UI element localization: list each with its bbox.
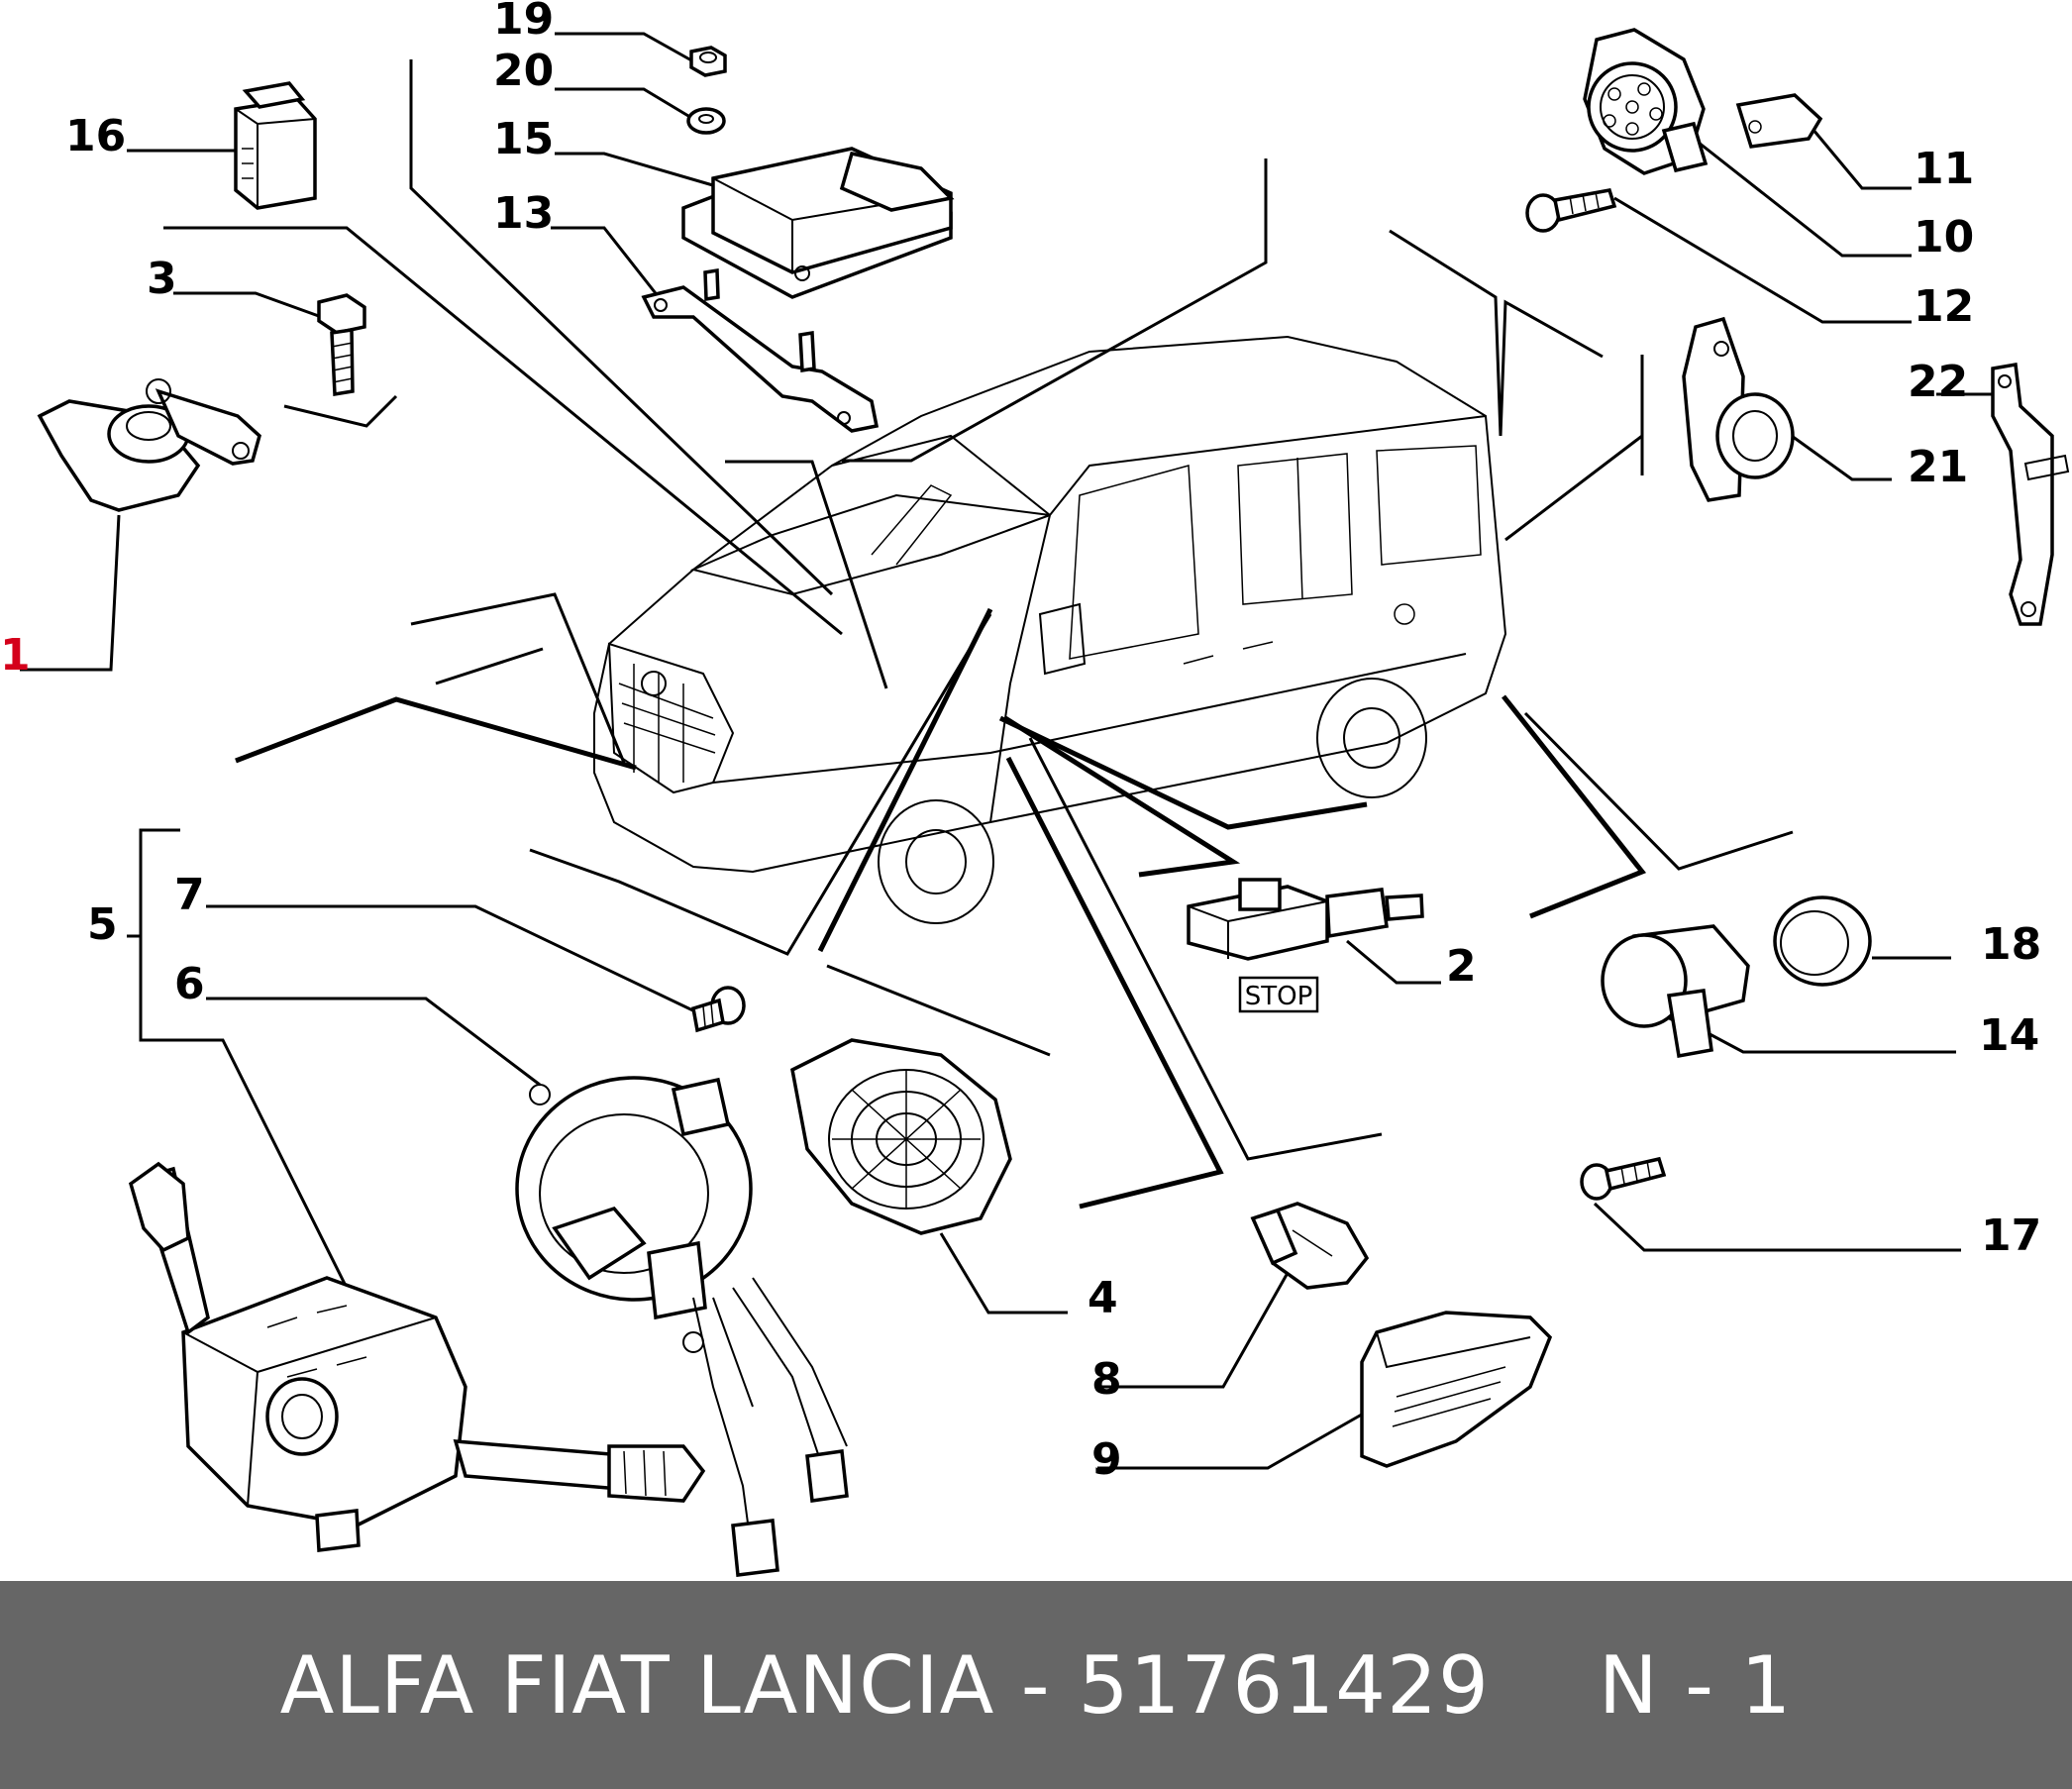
brand-label: ALFA FIAT LANCIA - xyxy=(279,1638,1051,1732)
callout-9: 9 xyxy=(1091,1434,1122,1485)
callout-1: 1 xyxy=(0,630,31,681)
callout-15: 15 xyxy=(493,114,554,164)
callout-2: 2 xyxy=(1446,941,1477,992)
callout-10: 10 xyxy=(1914,212,1974,263)
part-11-clip xyxy=(1735,93,1823,149)
callout-20: 20 xyxy=(493,46,554,96)
part-8-bulb xyxy=(1250,1202,1370,1290)
callout-14: 14 xyxy=(1979,1010,2039,1061)
part-18-ring xyxy=(1773,895,1872,987)
part-6-clock-spring xyxy=(515,1076,849,1577)
part-20-washer xyxy=(686,107,726,135)
callout-22: 22 xyxy=(1908,357,1968,407)
callout-4: 4 xyxy=(1088,1273,1118,1323)
callout-18: 18 xyxy=(1981,919,2041,970)
part-22-bracket xyxy=(1991,362,2070,626)
part-5-combination-switch xyxy=(128,1161,706,1552)
exploded-parts-diagram: STOP 1 2 3 4 5 6 7 8 9 10 11 12 13 14 15… xyxy=(0,0,2070,1577)
part-16-relay xyxy=(234,81,317,210)
van-illustration xyxy=(593,335,1507,924)
part-14-parking-sensor xyxy=(1601,924,1750,1059)
part-12-screw xyxy=(1525,188,1617,233)
callout-7: 7 xyxy=(174,870,205,920)
part-10-sensor xyxy=(1583,28,1709,175)
page-indicator: N - 1 xyxy=(1598,1638,1793,1732)
callout-13: 13 xyxy=(493,188,554,239)
callout-3: 3 xyxy=(147,254,177,304)
part-15-control-unit xyxy=(681,147,955,299)
callout-8: 8 xyxy=(1091,1354,1122,1405)
callout-numbers: 1 2 3 4 5 6 7 8 9 10 11 12 13 14 15 16 1… xyxy=(0,0,2041,1485)
leader-lines xyxy=(20,32,1993,1470)
callout-12: 12 xyxy=(1914,281,1974,332)
part-3-bolt xyxy=(317,293,366,397)
callout-19: 19 xyxy=(493,0,554,45)
footer-caption: ALFA FIAT LANCIA - 51761429 N - 1 xyxy=(280,1639,1793,1732)
callout-21: 21 xyxy=(1908,442,1968,492)
footer-bar: ALFA FIAT LANCIA - 51761429 N - 1 xyxy=(0,1581,2072,1789)
part-19-nut xyxy=(689,46,727,77)
callout-11: 11 xyxy=(1914,144,1974,194)
part-21-sensor xyxy=(1682,316,1795,502)
stop-tag: STOP xyxy=(1238,976,1319,1013)
callout-16: 16 xyxy=(65,111,126,161)
part-1-horn xyxy=(37,378,261,512)
part-17-screw xyxy=(1580,1156,1667,1201)
part-number: 51761429 xyxy=(1078,1638,1490,1732)
callout-5: 5 xyxy=(87,899,118,950)
callout-17: 17 xyxy=(1981,1210,2041,1261)
part-13-bracket xyxy=(641,267,880,433)
part-7-screw xyxy=(691,986,746,1033)
part-2-stop-switch xyxy=(1187,878,1424,961)
part-9-side-lamp xyxy=(1360,1311,1553,1468)
stop-label: STOP xyxy=(1245,982,1313,1011)
callout-6: 6 xyxy=(174,959,205,1009)
part-4-speaker xyxy=(790,1038,1012,1235)
